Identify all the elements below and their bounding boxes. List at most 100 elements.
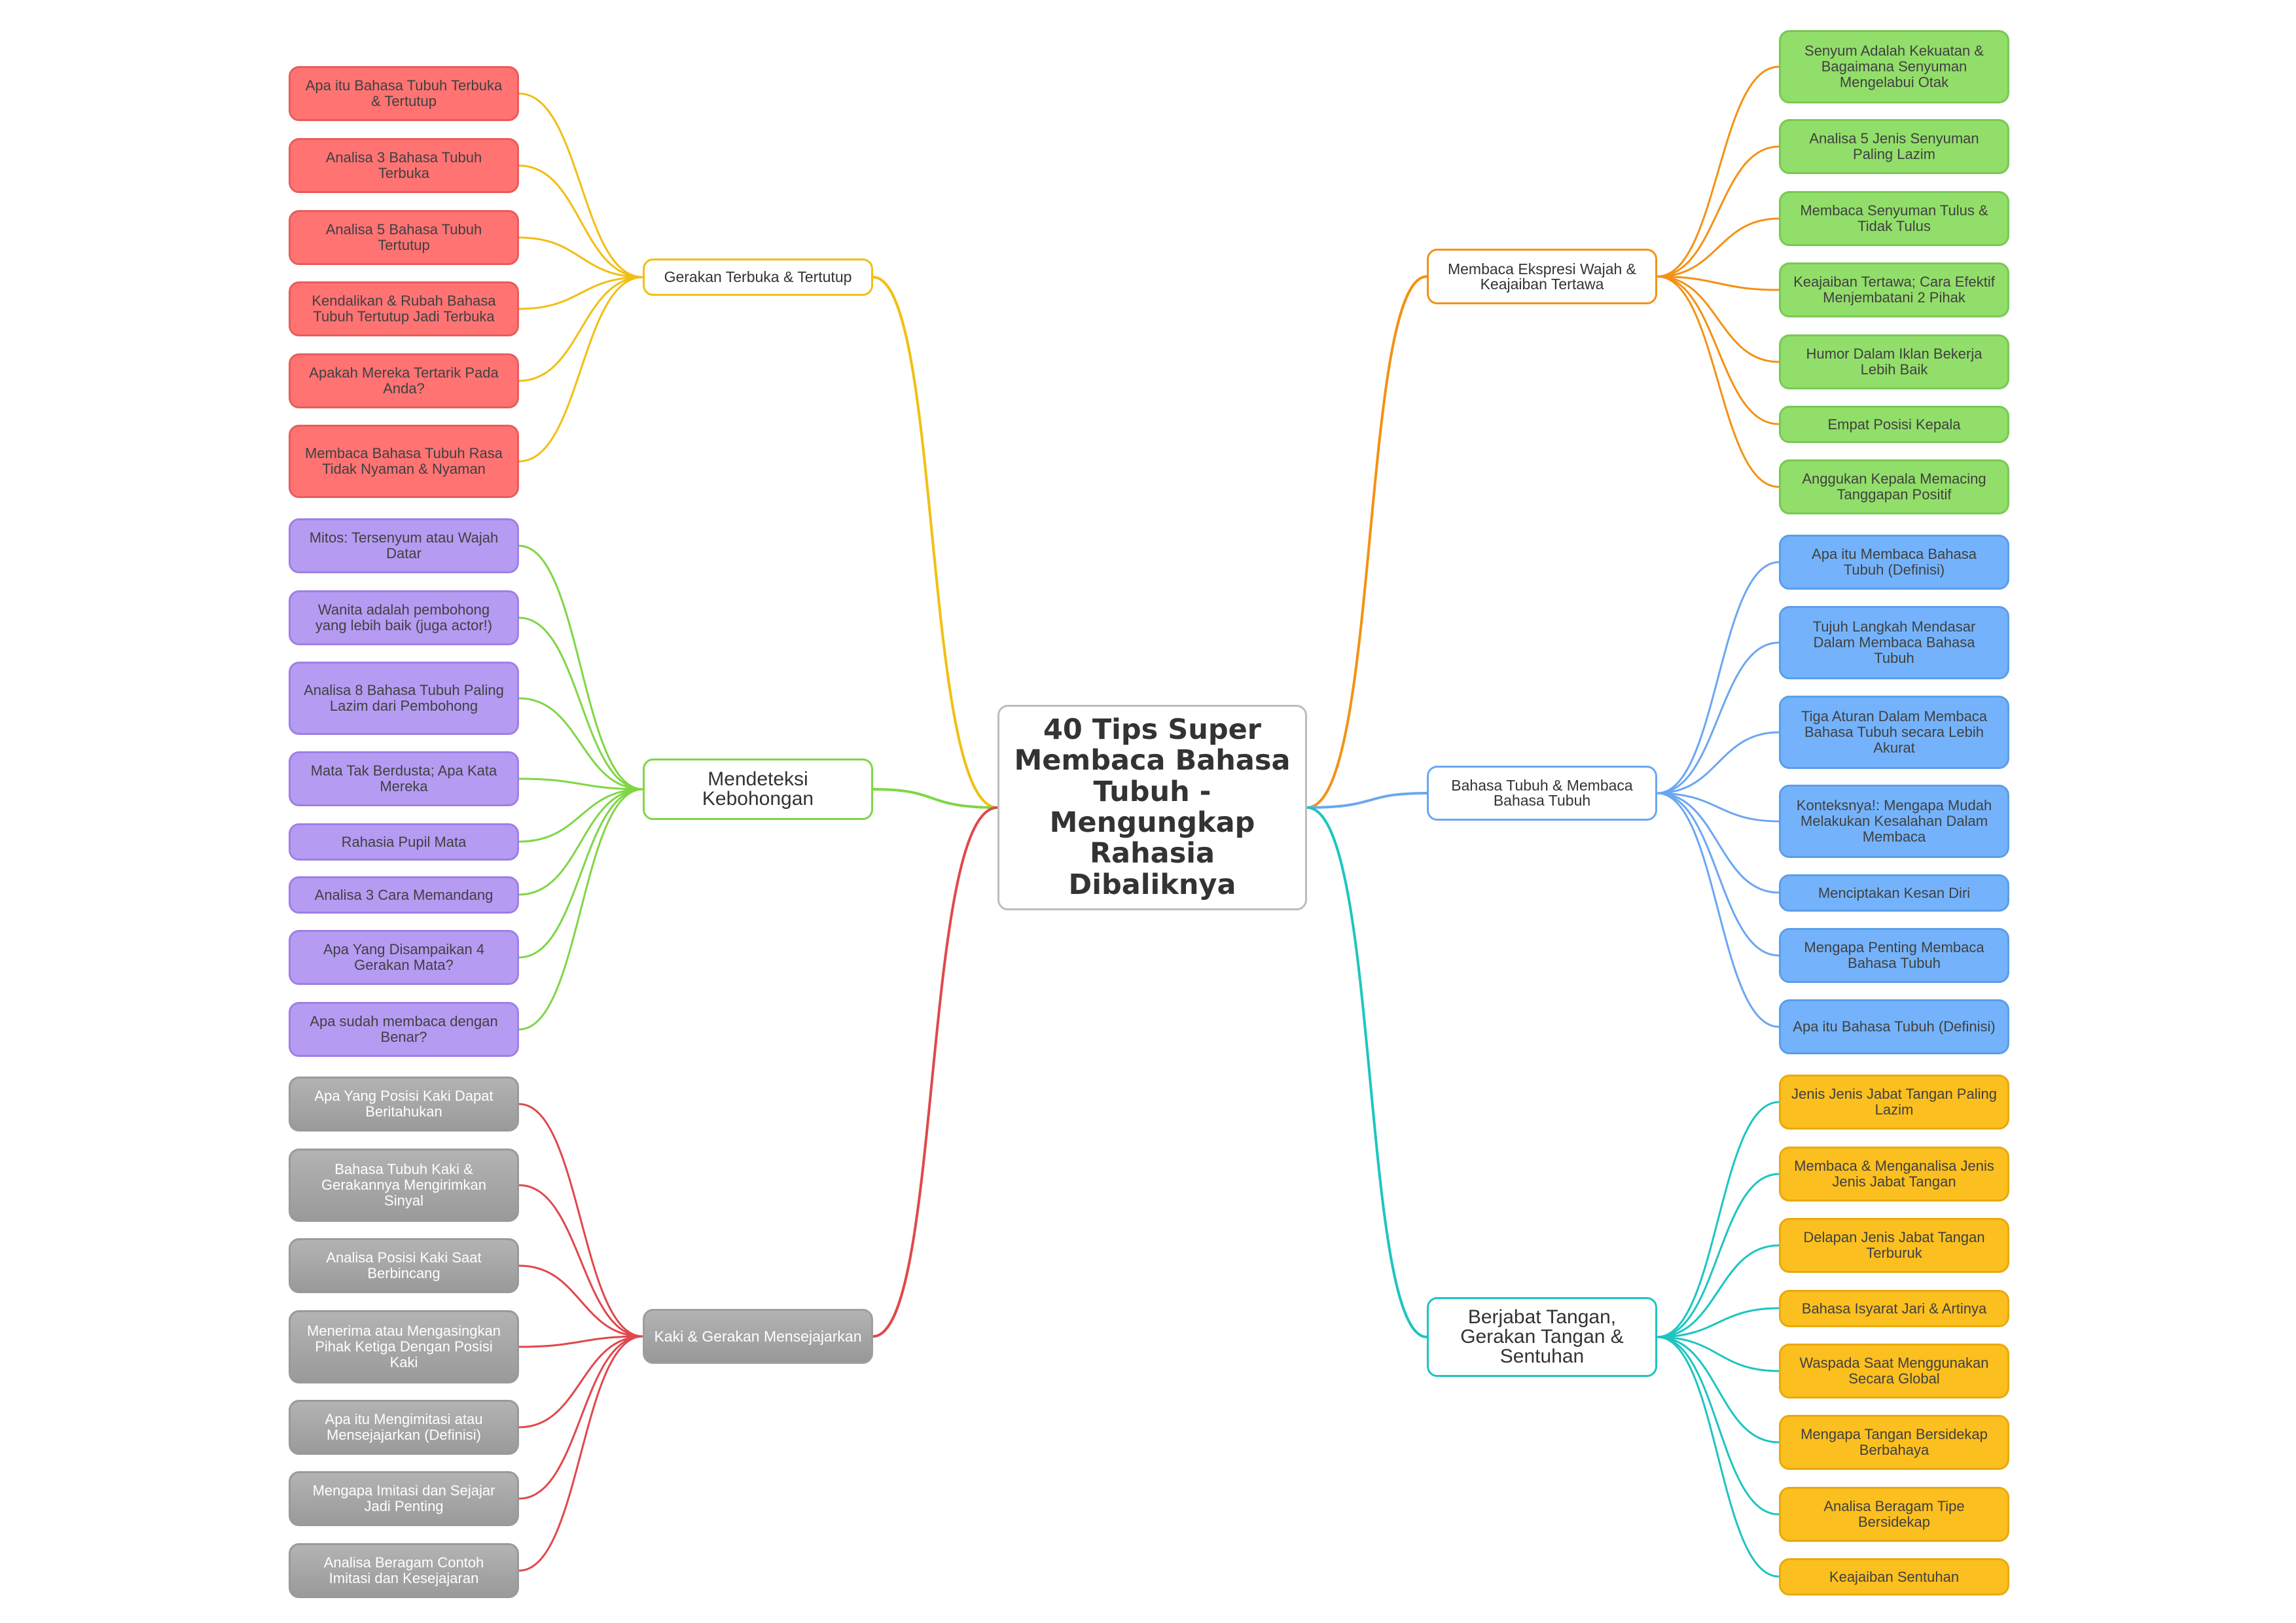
topic-leaf[interactable]: Mengapa Tangan Bersidekap Berbahaya [1779,1415,2009,1470]
branch-connector [872,788,999,809]
topic-leaf[interactable]: Membaca & Menganalisa Jenis Jenis Jabat … [1779,1147,2009,1202]
topic-leaf[interactable]: Analisa Beragam Tipe Bersidekap [1779,1487,2009,1542]
topic-leaf[interactable]: Analisa 8 Bahasa Tubuh Paling Lazim dari… [289,662,519,735]
leaf-connector [518,92,644,278]
topic-leaf[interactable]: Menciptakan Kesan Diri [1779,874,2009,912]
topic-leaf[interactable]: Delapan Jenis Jabat Tangan Terburuk [1779,1218,2009,1273]
leaf-connector [518,1335,644,1572]
leaf-connector [1656,792,1780,957]
leaf-connector [518,1264,644,1338]
topic-leaf[interactable]: Membaca Bahasa Tubuh Rasa Tidak Nyaman &… [289,425,519,498]
topic-leaf[interactable]: Membaca Senyuman Tulus & Tidak Tulus [1779,191,2009,246]
topic-leaf[interactable]: Apa sudah membaca dengan Benar? [289,1002,519,1057]
leaf-connector [1656,145,1780,277]
topic-leaf[interactable]: Keajaiban Tertawa; Cara Efektif Menjemba… [1779,262,2009,317]
leaf-connector [518,1335,644,1348]
leaf-connector [518,1103,644,1338]
topic-leaf[interactable]: Humor Dalam Iklan Bekerja Lebih Baik [1779,334,2009,389]
branch-berjabat-tangan[interactable]: Berjabat Tangan, Gerakan Tangan & Sentuh… [1427,1297,1657,1377]
topic-leaf[interactable]: Empat Posisi Kepala [1779,406,2009,443]
topic-leaf[interactable]: Menerima atau Mengasingkan Pihak Ketiga … [289,1310,519,1383]
leaf-connector [1656,276,1780,488]
leaf-connector [1656,1336,1780,1372]
branch-bahasa-tubuh[interactable]: Bahasa Tubuh & Membaca Bahasa Tubuh [1427,766,1657,821]
leaf-connector [518,1335,644,1429]
topic-leaf[interactable]: Mitos: Tersenyum atau Wajah Datar [289,518,519,573]
topic-leaf[interactable]: Analisa 5 Bahasa Tubuh Tertutup [289,210,519,265]
topic-leaf[interactable]: Anggukan Kepala Memacing Tanggapan Posit… [1779,459,2009,514]
central-topic[interactable]: 40 Tips Super Membaca Bahasa Tubuh - Men… [997,705,1307,910]
branch-gerakan-terbuka-tertutup[interactable]: Gerakan Terbuka & Tertutup [643,259,873,296]
topic-leaf[interactable]: Apa Yang Posisi Kaki Dapat Beritahukan [289,1077,519,1132]
leaf-connector [1656,1336,1780,1516]
leaf-connector [518,788,644,896]
topic-leaf[interactable]: Mengapa Imitasi dan Sejajar Jadi Penting [289,1471,519,1526]
topic-leaf[interactable]: Analisa 3 Bahasa Tubuh Terbuka [289,138,519,193]
leaf-connector [518,1184,644,1338]
topic-leaf[interactable]: Analisa Beragam Contoh Imitasi dan Kesej… [289,1543,519,1598]
branch-connector [1306,275,1428,809]
topic-leaf[interactable]: Jenis Jenis Jabat Tangan Paling Lazim [1779,1075,2009,1130]
leaf-connector [1656,65,1780,277]
leaf-connector [1656,792,1780,823]
leaf-connector [1656,276,1780,291]
branch-connector [872,806,999,1338]
leaf-connector [518,276,644,382]
topic-leaf[interactable]: Analisa 3 Cara Memandang [289,876,519,914]
leaf-connector [518,276,644,463]
topic-leaf[interactable]: Tiga Aturan Dalam Membaca Bahasa Tubuh s… [1779,696,2009,769]
leaf-connector [518,164,644,278]
topic-leaf[interactable]: Bahasa Tubuh Kaki & Gerakannya Mengirimk… [289,1149,519,1222]
topic-leaf[interactable]: Wanita adalah pembohong yang lebih baik … [289,590,519,645]
leaf-connector [1656,1173,1780,1338]
topic-leaf[interactable]: Konteksnya!: Mengapa Mudah Melakukan Kes… [1779,785,2009,858]
branch-connector [1306,806,1428,1338]
topic-leaf[interactable]: Apa itu Mengimitasi atau Mensejajarkan (… [289,1400,519,1455]
leaf-connector [1656,1307,1780,1338]
topic-leaf[interactable]: Kendalikan & Rubah Bahasa Tubuh Tertutup… [289,281,519,336]
leaf-connector [1656,641,1780,794]
leaf-connector [1656,792,1780,1028]
leaf-connector [1656,1101,1780,1338]
topic-leaf[interactable]: Bahasa Isyarat Jari & Artinya [1779,1290,2009,1327]
topic-leaf[interactable]: Senyum Adalah Kekuatan & Bagaimana Senyu… [1779,30,2009,103]
topic-leaf[interactable]: Apa itu Bahasa Tubuh Terbuka & Tertutup [289,66,519,121]
topic-leaf[interactable]: Analisa Posisi Kaki Saat Berbincang [289,1238,519,1293]
topic-leaf[interactable]: Mata Tak Berdusta; Apa Kata Mereka [289,751,519,806]
leaf-connector [1656,217,1780,277]
leaf-connector [518,236,644,278]
topic-leaf[interactable]: Mengapa Penting Membaca Bahasa Tubuh [1779,928,2009,983]
topic-leaf[interactable]: Analisa 5 Jenis Senyuman Paling Lazim [1779,119,2009,174]
topic-leaf[interactable]: Waspada Saat Menggunakan Secara Global [1779,1344,2009,1399]
topic-leaf[interactable]: Apakah Mereka Tertarik Pada Anda? [289,353,519,408]
leaf-connector [518,1335,644,1500]
topic-leaf[interactable]: Apa itu Membaca Bahasa Tubuh (Definisi) [1779,535,2009,590]
branch-connector [872,276,999,809]
topic-leaf[interactable]: Rahasia Pupil Mata [289,823,519,861]
leaf-connector [518,788,644,1031]
leaf-connector [518,616,644,791]
leaf-connector [518,544,644,791]
leaf-connector [518,276,644,310]
topic-leaf[interactable]: Apa itu Bahasa Tubuh (Definisi) [1779,999,2009,1054]
branch-connector [1306,792,1428,809]
leaf-connector [1656,276,1780,363]
leaf-connector [1656,1244,1780,1338]
leaf-connector [518,697,644,791]
leaf-connector [1656,561,1780,794]
leaf-connector [518,777,644,791]
topic-leaf[interactable]: Tujuh Langkah Mendasar Dalam Membaca Bah… [1779,606,2009,679]
leaf-connector [1656,731,1780,794]
branch-membaca-ekspresi-wajah[interactable]: Membaca Ekspresi Wajah & Keajaiban Terta… [1427,249,1657,304]
leaf-connector [518,788,644,843]
branch-kaki-gerakan-mensejajarkan[interactable]: Kaki & Gerakan Mensejajarkan [643,1309,873,1364]
leaf-connector [1656,792,1780,894]
leaf-connector [1656,1336,1780,1578]
branch-mendeteksi-kebohongan[interactable]: Mendeteksi Kebohongan [643,758,873,820]
leaf-connector [1656,1336,1780,1444]
topic-leaf[interactable]: Apa Yang Disampaikan 4 Gerakan Mata? [289,930,519,985]
leaf-connector [1656,276,1780,425]
topic-leaf[interactable]: Keajaiban Sentuhan [1779,1558,2009,1596]
